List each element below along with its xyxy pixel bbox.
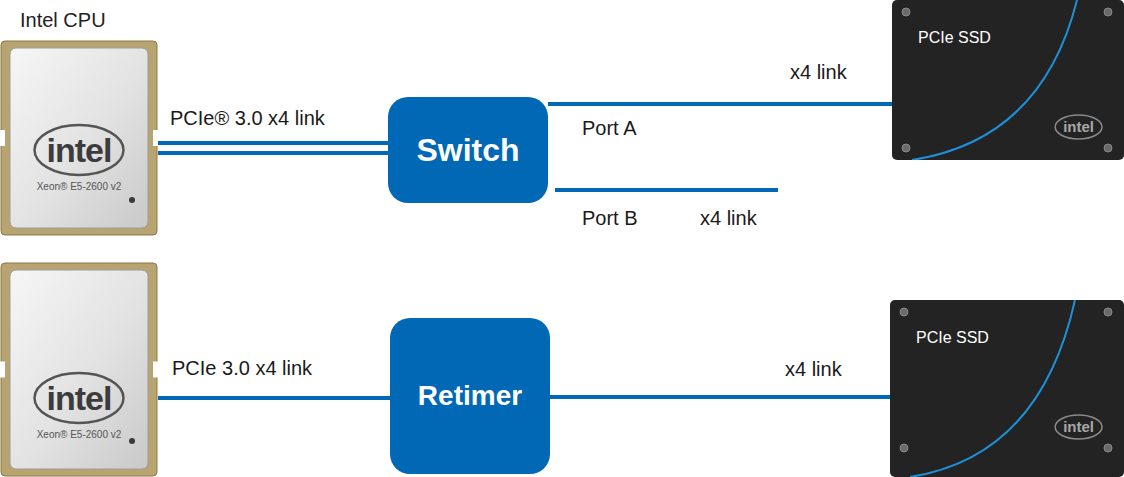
link-line xyxy=(158,143,388,153)
port-label: Port B xyxy=(582,206,638,230)
label-anchor: PCIe 3.0 x4 link xyxy=(172,356,312,380)
link-stroke xyxy=(158,141,388,145)
screw xyxy=(1104,144,1112,152)
link-stroke xyxy=(550,395,890,399)
model-text: Xeon® E5-2600 v2 xyxy=(0,428,158,442)
logo-text: intel xyxy=(47,130,112,170)
node-heading: Intel CPU xyxy=(20,8,158,32)
cpu-chip: Intel CPU intelXeon® E5-2600 v2 xyxy=(0,8,158,236)
ssd-illustration xyxy=(890,300,1124,477)
logo-text: intel xyxy=(1063,118,1094,136)
port-label: x4 link xyxy=(700,206,757,230)
link-label: x4 link xyxy=(785,357,842,381)
screw xyxy=(1104,308,1112,316)
cpu-illustration xyxy=(0,262,158,477)
ssd-curve xyxy=(910,300,1075,477)
cpu-notch xyxy=(0,362,5,378)
link-stroke xyxy=(158,396,390,400)
ssd-drive: PCIe SSD intel xyxy=(892,0,1124,160)
cpu-dot xyxy=(129,438,135,444)
label-anchor: x4 link xyxy=(785,357,842,381)
logo-text: intel xyxy=(47,378,112,418)
label-anchor: Port A xyxy=(582,116,636,140)
component-box: Switch xyxy=(388,97,548,203)
cpu-substrate xyxy=(1,263,157,476)
link-line xyxy=(550,397,890,398)
ssd-curve xyxy=(912,0,1077,160)
label-anchor: x4 link xyxy=(790,60,847,84)
ssd-illustration xyxy=(892,0,1124,160)
cpu-chip: intelXeon® E5-2600 v2 xyxy=(0,262,158,477)
link-label: PCIe 3.0 x4 link xyxy=(172,356,312,380)
product-name: PCIe SSD xyxy=(916,328,1124,348)
cpu-substrate xyxy=(1,41,157,235)
link-label: PCIe® 3.0 x4 link xyxy=(170,106,325,130)
cpu-notch xyxy=(0,130,5,146)
link-line xyxy=(548,104,892,105)
logo-text: intel xyxy=(1063,418,1094,436)
label-anchor: PCIe® 3.0 x4 link xyxy=(170,106,325,130)
box-label: Switch xyxy=(416,131,519,169)
model-text: Xeon® E5-2600 v2 xyxy=(0,180,158,194)
ssd-drive: PCIe SSD intel xyxy=(890,300,1124,477)
cpu-dot xyxy=(129,197,135,203)
logo-swoosh xyxy=(35,373,124,423)
screw xyxy=(900,308,908,316)
logo-swoosh xyxy=(1055,115,1102,139)
component-box: Retimer xyxy=(390,318,550,474)
screw xyxy=(1104,444,1112,452)
link-stroke xyxy=(158,151,388,155)
cpu-lid xyxy=(10,48,148,228)
label-anchor: Port B xyxy=(582,206,638,230)
cpu-notch xyxy=(153,362,158,378)
screw xyxy=(1104,8,1112,16)
label-anchor: x4 link xyxy=(700,206,757,230)
cpu-notch xyxy=(153,130,158,146)
port-label: Port A xyxy=(582,116,636,140)
link-stroke xyxy=(548,102,892,106)
logo-swoosh xyxy=(1055,415,1102,439)
box-label: Retimer xyxy=(418,379,522,413)
screw xyxy=(900,444,908,452)
link-line xyxy=(158,398,390,399)
product-name: PCIe SSD xyxy=(918,28,1124,48)
screw xyxy=(902,144,910,152)
link-label: x4 link xyxy=(790,60,847,84)
logo-swoosh xyxy=(35,125,124,175)
screw xyxy=(902,8,910,16)
port-b-link xyxy=(555,188,778,192)
